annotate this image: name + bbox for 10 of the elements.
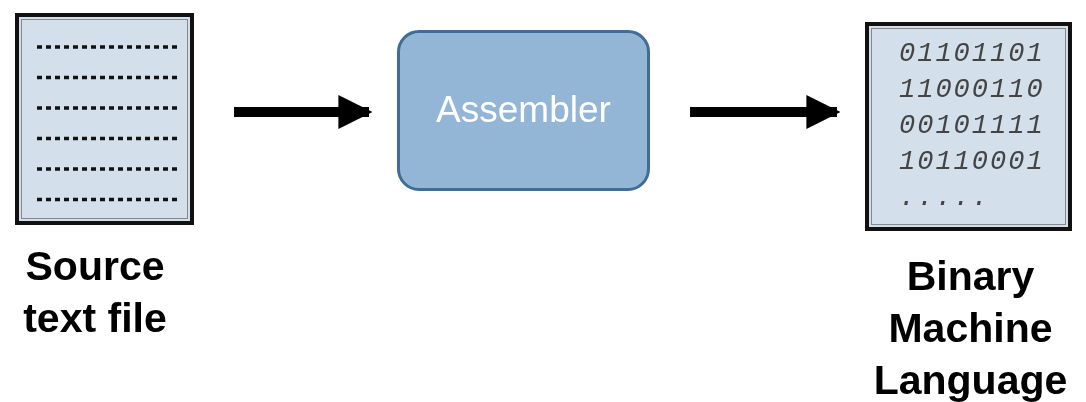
binary-line: 01101101 (899, 38, 1045, 71)
arrow (690, 95, 841, 129)
binary-line: ..... (899, 182, 990, 215)
node-label: Source text file (22, 242, 168, 343)
process-box: Assembler (397, 30, 650, 191)
node-label: Binary Machine Language (872, 252, 1069, 402)
binary-line: 10110001 (899, 146, 1045, 179)
binary-line: 00101111 (899, 110, 1045, 143)
binary-line: 11000110 (899, 74, 1045, 107)
arrow (234, 95, 373, 129)
